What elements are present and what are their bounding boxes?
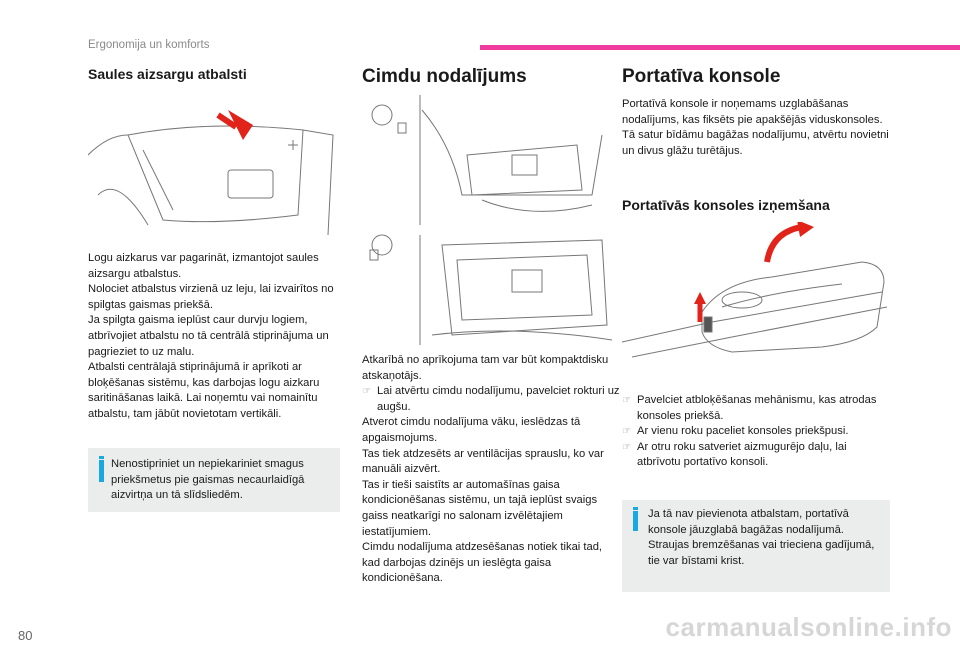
bullet-item: ☞ Lai atvērtu cimdu nodalījumu, pavelciet… bbox=[362, 384, 622, 415]
accent-bar bbox=[480, 45, 960, 50]
paragraph: Logu aizkarus var pagarināt, izmantojot … bbox=[88, 252, 319, 280]
sun-visor-text: Logu aizkarus var pagarināt, izmantojot … bbox=[88, 251, 343, 423]
bullet-text: Ar vienu roku paceliet konsoles priekšpu… bbox=[637, 425, 849, 438]
paragraph: Cimdu nodalījuma atdzesēšanas notiek tik… bbox=[362, 541, 603, 585]
page-number: 80 bbox=[18, 628, 33, 643]
sun-visor-illustration bbox=[88, 110, 334, 236]
info-text: Ja tā nav pievienota atbalstam, portatīv… bbox=[648, 508, 875, 567]
paragraph: Atkarībā no aprīkojuma tam var būt kompa… bbox=[362, 354, 609, 382]
pointing-hand-icon: ☞ bbox=[362, 386, 371, 398]
console-illustration bbox=[622, 222, 888, 358]
paragraph: Ja spilgta gaisma ieplūst caur durvju lo… bbox=[88, 314, 329, 358]
sun-visor-heading: Saules aizsargu atbalsti bbox=[88, 66, 247, 82]
pointing-hand-icon: ☞ bbox=[622, 395, 631, 406]
bullet-text: Pavelciet atbloķēšanas mehānismu, kas at… bbox=[637, 394, 877, 422]
bullet-text: Ar otru roku satveriet aizmugurējo daļu,… bbox=[637, 440, 847, 469]
console-removal-heading: Portatīvās konsoles izņemšana bbox=[622, 197, 830, 213]
section-label: Ergonomija un komforts bbox=[88, 39, 210, 51]
removal-steps: ☞ Pavelciet atbloķēšanas mehānismu, kas a… bbox=[622, 393, 892, 471]
bullet-item: ☞ Ar otru roku satveriet aizmugurējo daļu… bbox=[622, 440, 892, 471]
info-text: Nenostipriniet un nepiekariniet smagus p… bbox=[111, 458, 305, 502]
portable-console-heading: Portatīva konsole bbox=[622, 66, 781, 87]
paragraph: Tas ir tieši saistīts ar automašīnas gai… bbox=[362, 478, 598, 538]
pointing-hand-icon: ☞ bbox=[622, 426, 631, 438]
paragraph: Portatīvā konsole ir noņemams uzglabāšan… bbox=[622, 98, 883, 126]
info-icon bbox=[633, 507, 638, 531]
watermark: carmanualsonline.info bbox=[665, 612, 952, 642]
paragraph: Nolociet atbalstus virzienā uz leju, lai… bbox=[88, 283, 334, 311]
bullet-item: ☞ Ar vienu roku paceliet konsoles priekšp… bbox=[622, 424, 892, 440]
portable-console-text: Portatīvā konsole ir noņemams uzglabāšan… bbox=[622, 97, 892, 159]
info-box: Nenostipriniet un nepiekariniet smagus p… bbox=[88, 448, 340, 512]
paragraph: Atbalsti centrālajā stiprinājumā ir aprī… bbox=[88, 361, 320, 420]
paragraph: Tas tiek atdzesēts ar ventilācijas sprau… bbox=[362, 447, 604, 476]
glovebox-text: Atkarībā no aprīkojuma tam var būt kompa… bbox=[362, 353, 622, 587]
info-box: Ja tā nav pievienota atbalstam, portatīv… bbox=[622, 500, 890, 592]
bullet-text: Lai atvērtu cimdu nodalījumu, pavelciet … bbox=[377, 385, 620, 413]
bullet-item: ☞ Pavelciet atbloķēšanas mehānismu, kas a… bbox=[622, 393, 892, 424]
paragraph: Tā satur bīdāmu bagāžas nodalījumu, atvē… bbox=[622, 129, 889, 157]
info-icon bbox=[99, 456, 104, 482]
pointing-hand-icon: ☞ bbox=[622, 441, 631, 453]
glovebox-illustration bbox=[362, 95, 615, 345]
glovebox-heading: Cimdu nodalījums bbox=[362, 66, 527, 87]
paragraph: Atverot cimdu nodalījuma vāku, ieslēdzas… bbox=[362, 416, 581, 444]
